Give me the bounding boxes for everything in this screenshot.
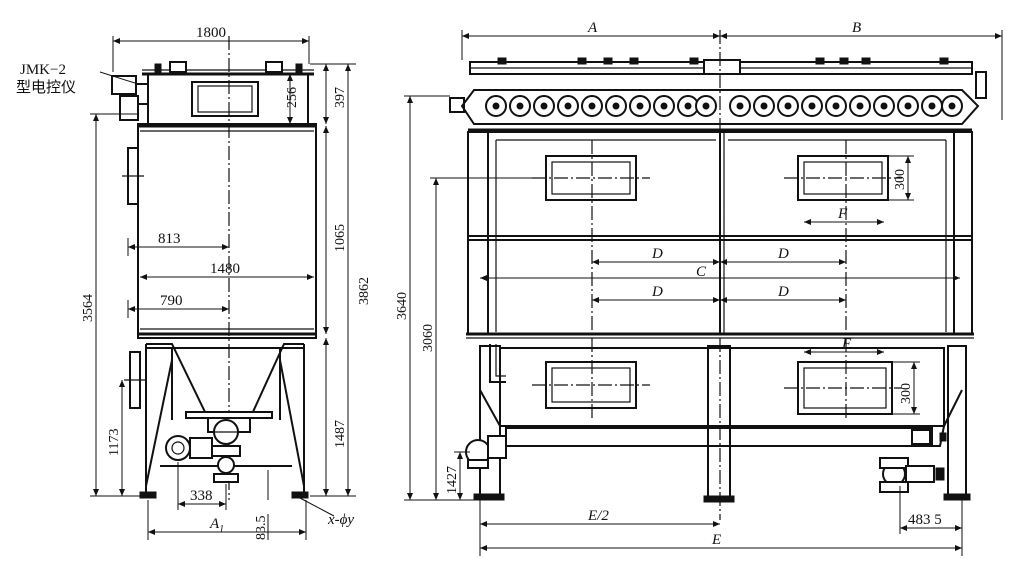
- dim-300-top: 300: [893, 169, 908, 190]
- conveyor-motor: [465, 435, 507, 469]
- dim-1173: 1173: [107, 429, 122, 456]
- filter-bag-row: [485, 95, 963, 117]
- dim-1427: 1427: [445, 466, 460, 494]
- rotary-valve: [185, 411, 273, 483]
- dim-width-top: 1800: [196, 25, 226, 41]
- dim-3862: 3862: [357, 277, 372, 305]
- dim-300-bottom: 300: [899, 383, 914, 404]
- dim-d-4: D: [777, 284, 789, 300]
- right-front-view: A B C D D D D F F 300 300 3640 3060 1427…: [395, 20, 1003, 556]
- dim-3640: 3640: [395, 292, 410, 320]
- inspection-window: [191, 81, 259, 117]
- dim-256: 256: [285, 87, 300, 108]
- dim-83-5: 83.5: [254, 516, 269, 541]
- dim-338: 338: [190, 488, 213, 504]
- bag-header: [460, 89, 980, 125]
- controller-box: [111, 75, 148, 121]
- dim-790: 790: [160, 293, 183, 309]
- drain-pipe: [489, 344, 506, 383]
- dim-813: 813: [158, 231, 181, 247]
- dim-c: C: [696, 264, 707, 280]
- left-dimension-lines: [90, 36, 356, 540]
- dim-a1: A1: [209, 516, 224, 535]
- right-dimension-lines: [404, 30, 1003, 556]
- dim-f-bottom: F: [841, 336, 852, 352]
- rail-brackets: [497, 57, 949, 65]
- dim-1065: 1065: [333, 224, 348, 252]
- dim-holes: x-ϕy: [327, 512, 354, 528]
- dim-e: E: [711, 532, 721, 548]
- dim-1480: 1480: [210, 261, 240, 277]
- dim-b: B: [852, 20, 861, 36]
- top-cap-1: [169, 61, 187, 73]
- dim-3060: 3060: [421, 324, 436, 352]
- top-cap-2: [265, 61, 283, 73]
- support-legs: [473, 345, 971, 503]
- controller-label-line1: JMK−2: [20, 62, 66, 78]
- dim-d-2: D: [777, 246, 789, 262]
- controller-label-line2: 型电控仪: [16, 79, 76, 96]
- dim-d-3: D: [651, 284, 663, 300]
- dim-397: 397: [333, 87, 348, 108]
- dim-f-top: F: [837, 206, 848, 222]
- dim-483-5: 483 5: [908, 512, 942, 528]
- dim-1487: 1487: [333, 420, 348, 448]
- dim-3564: 3564: [81, 294, 96, 322]
- discharge-valve: [879, 457, 945, 493]
- dim-d-1: D: [651, 246, 663, 262]
- dim-e-half: E/2: [587, 508, 609, 524]
- drive-motor: [165, 435, 213, 461]
- left-side-view: JMK−2 型电控仪 1800 256 397 1065 3862 3564 8…: [16, 25, 372, 540]
- foot-right: [291, 491, 309, 499]
- filter-housing: [137, 123, 317, 339]
- dim-a: A: [587, 20, 598, 36]
- foot-left: [139, 491, 157, 499]
